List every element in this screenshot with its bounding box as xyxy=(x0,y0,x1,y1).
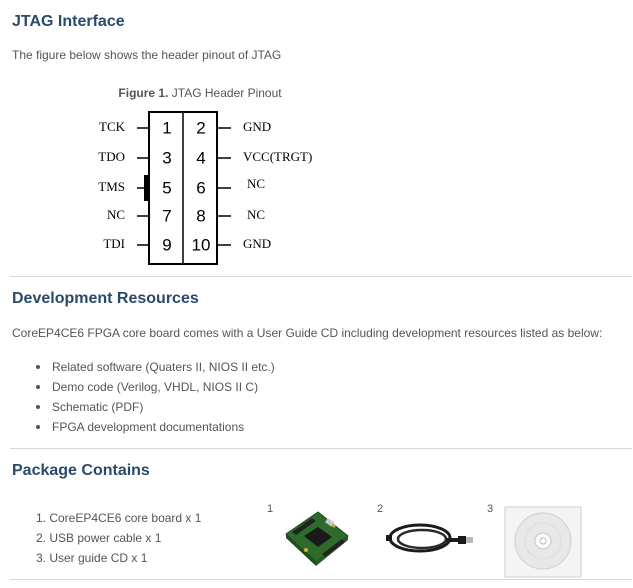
signal-right-2: VCC(TRGT) xyxy=(243,149,312,164)
pin-number-5: 5 xyxy=(162,178,171,197)
jtag-pinout-diagram: TCK 1 2 GND TDO 3 4 VCC(TRGT) TMS 5 6 NC… xyxy=(98,111,312,265)
pin-number-3: 3 xyxy=(162,148,171,167)
signal-right-3: NC xyxy=(247,176,265,191)
pkg-title: Package Contains xyxy=(12,462,150,479)
pin-number-4: 4 xyxy=(196,148,205,167)
pin-number-6: 6 xyxy=(196,178,205,197)
signal-left-1: TCK xyxy=(99,119,126,134)
signal-right-5: GND xyxy=(243,236,271,251)
pin-number-2: 2 xyxy=(196,118,205,137)
pin-number-10: 10 xyxy=(192,235,211,254)
photo-number-3: 3 xyxy=(487,503,494,515)
divider-1 xyxy=(10,276,632,277)
list-item: Related software (Quaters II, NIOS II et… xyxy=(36,357,275,377)
header-key-notch xyxy=(144,175,149,201)
signal-right-4: NC xyxy=(247,207,265,222)
divider-3 xyxy=(10,579,632,580)
pin-number-7: 7 xyxy=(162,206,171,225)
dev-title: Development Resources xyxy=(12,290,199,307)
figure-caption: Figure 1. JTAG Header Pinout xyxy=(0,86,400,100)
figure-label: Figure 1. xyxy=(118,86,169,100)
list-item: Demo code (Verilog, VHDL, NIOS II C) xyxy=(36,377,275,397)
core-board-image xyxy=(285,511,349,566)
divider-2 xyxy=(10,448,632,449)
figure-caption-text: JTAG Header Pinout xyxy=(171,86,282,100)
dev-resource-list: Related software (Quaters II, NIOS II et… xyxy=(36,357,275,437)
signal-right-1: GND xyxy=(243,119,271,134)
list-item: 3. User guide CD x 1 xyxy=(36,551,148,565)
package-list: 1. CoreEP4CE6 core board x 1 2. USB powe… xyxy=(36,508,201,568)
photo-number-2: 2 xyxy=(377,503,384,515)
user-guide-cd-image xyxy=(504,506,582,578)
list-item: 2. USB power cable x 1 xyxy=(36,531,162,545)
dev-intro: CoreEP4CE6 FPGA core board comes with a … xyxy=(12,326,603,340)
pin-number-8: 8 xyxy=(196,206,205,225)
jtag-intro: The figure below shows the header pinout… xyxy=(12,48,282,62)
list-item: Schematic (PDF) xyxy=(36,397,275,417)
pin-number-1: 1 xyxy=(162,118,171,137)
jtag-title: JTAG Interface xyxy=(12,13,125,30)
list-item: 1. CoreEP4CE6 core board x 1 xyxy=(36,511,202,525)
list-item: FPGA development documentations xyxy=(36,417,275,437)
signal-left-5: TDI xyxy=(103,236,125,251)
photo-number-1: 1 xyxy=(267,503,274,515)
usb-cable-image xyxy=(386,523,473,553)
signal-left-3: TMS xyxy=(98,179,125,194)
pin-number-9: 9 xyxy=(162,235,171,254)
signal-left-2: TDO xyxy=(98,149,125,164)
signal-left-4: NC xyxy=(107,207,125,222)
